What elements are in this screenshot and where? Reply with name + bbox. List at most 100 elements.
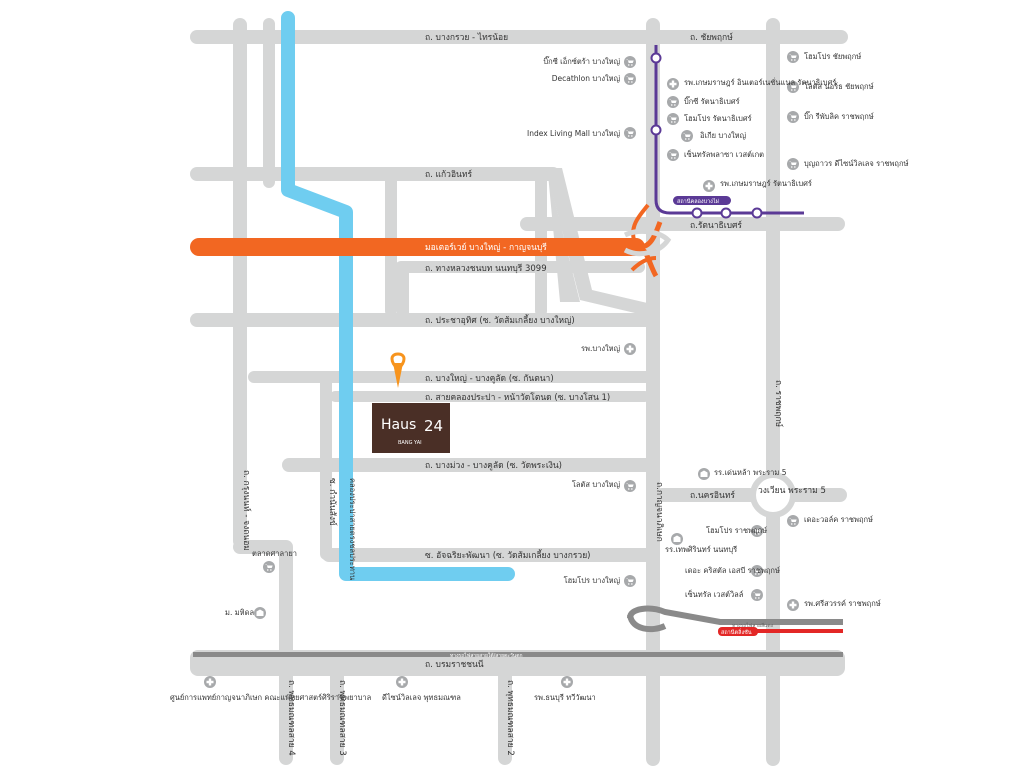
poi-label-big-rp: บิ๊ก รีพับลิค ราชพฤกษ์ — [804, 111, 874, 121]
road-label-kanchanaphisek: ถ.กาญจนาภิเษก — [654, 482, 664, 542]
poi-label-homepro-bangyai: โฮมโปร บางใหญ่ — [564, 576, 620, 585]
shopping-cart-icon — [624, 73, 636, 85]
shopping-cart-icon — [624, 575, 636, 587]
school-icon — [698, 468, 710, 480]
road-label-bangyai-bangkulat: ถ. บางใหญ่ - บางคูลัด (ซ. กันตนา) — [425, 373, 554, 384]
road-label-pracha-uthit: ถ. ประชาอุทิศ (ซ. วัดส้มเกลี้ยง บางใหญ่) — [425, 314, 575, 326]
red-line-rail — [627, 605, 843, 625]
motorway-interchange — [623, 203, 672, 278]
school-icon — [671, 533, 683, 545]
shopping-cart-icon — [787, 51, 799, 63]
project-pin[interactable] — [390, 352, 406, 388]
shopping-cart-icon — [624, 56, 636, 68]
poi-label-design-village: ดีไซน์วิลเลจ พุทธมณฑล — [382, 693, 461, 702]
road-bangmuang — [282, 458, 657, 472]
logo-number: 24 — [424, 417, 443, 435]
hospital-cross-icon — [624, 343, 636, 355]
road-label-nakhon-in: ถ.นครอินทร์ — [690, 490, 735, 501]
shopping-cart-icon — [681, 130, 693, 142]
road-upper-north — [263, 18, 275, 188]
logo-subtitle: BANG YAI — [398, 440, 422, 446]
motorway — [190, 238, 645, 256]
red-line-loop — [627, 614, 667, 633]
shopping-cart-icon — [787, 111, 799, 123]
red-station-label: สถานีตลิ่งชัน — [721, 628, 752, 636]
srt-rail-label: ทางรถไฟสายสายใต้/สายตะวันตก — [450, 652, 523, 659]
road-label-motorway: มอเตอร์เวย์ บางใหญ่ - กาญจนบุรี — [425, 242, 547, 253]
poi-label-decathlon: Decathlon บางใหญ่ — [552, 74, 620, 83]
hospital-cross-icon — [561, 676, 573, 688]
hospital-cross-icon — [787, 599, 799, 611]
road-label-bangkruai: ถ. บางกรวย - ไทรน้อย — [425, 32, 508, 43]
shopping-cart-icon — [667, 96, 679, 108]
road-achariya — [322, 548, 657, 562]
poi-label-homepro-rp: โฮมโปร ราชพฤกษ์ — [706, 526, 767, 535]
metro-station-icon — [720, 207, 732, 219]
poi-label-srisawan: รพ.ศรีสวรรค์ ราชพฤกษ์ — [804, 599, 881, 608]
shopping-cart-icon — [787, 515, 799, 527]
hospital-cross-icon — [204, 676, 216, 688]
metro-station-icon — [751, 207, 763, 219]
prapa-canal — [281, 11, 515, 581]
project-logo[interactable]: Haus 24 BANG YAI — [372, 403, 450, 453]
metro-station-icon — [691, 207, 703, 219]
poi-labels: บิ๊กซี เอ็กซ์ตร้า บางใหญ่ Decathlon บางใ… — [170, 52, 909, 702]
road-krungnon-bend — [233, 540, 291, 554]
road-label-kamnan: ซ. กำนันสังข์ — [327, 478, 338, 526]
poi-label-medical-center: ศูนย์การแพทย์กาญจนาภิเษก คณะแพทยศาสตร์ศิ… — [170, 693, 371, 702]
poi-label-ikea: อิเกีย บางใหญ่ — [700, 131, 747, 140]
purple-line — [654, 45, 804, 215]
road-north-branch-2 — [397, 262, 409, 320]
poi-label-central-westville: เซ็นทรัล เวสต์วิลล์ — [685, 589, 743, 599]
road-bangkruai-sainoi — [190, 30, 848, 44]
poi-label-homepro-rat: โฮมโปร รัตนาธิเบศร์ — [684, 114, 752, 123]
shopping-cart-icon — [751, 525, 763, 537]
road-label-bangmuang: ถ. บางม่วง - บางคูลัด (ซ. วัดพระเงิน) — [425, 461, 562, 471]
shopping-cart-icon — [751, 589, 763, 601]
road-phuttha2 — [498, 660, 512, 765]
purple-station-label: สถานีคลองบางไผ่ — [677, 198, 719, 205]
shopping-cart-icon — [667, 113, 679, 125]
poi-label-bigc-extra: บิ๊กซี เอ็กซ์ตร้า บางใหญ่ — [543, 56, 620, 66]
road-saiklong — [330, 391, 650, 402]
road-label-chaiyaphruek: ถ. ชัยพฤกษ์ — [690, 32, 733, 43]
location-pin-icon — [390, 352, 406, 371]
poi-label-lotus-north: โลตัส นอร์ธ ชัยพฤกษ์ — [804, 82, 874, 91]
location-pin-tail-icon — [393, 363, 403, 388]
poi-label-university: ม. มหิดล — [225, 608, 254, 617]
hospital-cross-icon — [396, 676, 408, 688]
poi-label-homepro-chai: โฮมโปร ชัยพฤกษ์ — [804, 52, 861, 61]
roundabout-rama5 — [750, 472, 796, 518]
poi-label-bunthavorn: บุญถาวร ดีไซน์วิลเลจ ราชพฤกษ์ — [804, 159, 909, 168]
poi-label-the-walk: เดอะวอล์ค ราชพฤกษ์ — [804, 515, 873, 524]
poi-layer — [204, 51, 799, 688]
srt-rail-line — [193, 652, 843, 657]
road-ratchaphruek — [766, 18, 780, 766]
poi-label-thonburi-hosp: รพ.ธนบุรี ทวีวัฒนา — [534, 693, 596, 702]
hospital-cross-icon — [667, 78, 679, 90]
poi-label-kasem-inter: รพ.เกษมราษฎร์ อินเตอร์เนชั่นแนล รัตนาธิเ… — [684, 77, 836, 87]
purple-stations — [650, 52, 763, 219]
road-label-prapa-canal: คลองประปาสายตรงชลประทาน — [348, 478, 357, 580]
poi-label-central-west: เซ็นทรัลพลาซา เวสต์เกต — [684, 149, 764, 159]
poi-label-hosp-bangyai: รพ.บางใหญ่ — [581, 344, 620, 353]
road-phuttha3 — [330, 660, 344, 765]
road-rattanathibet — [520, 217, 845, 231]
shopping-cart-icon — [667, 149, 679, 161]
poi-label-lotus-bangyai: โลตัส บางใหญ่ — [572, 480, 620, 489]
metro-station-icon — [650, 52, 662, 64]
school-icon — [254, 607, 266, 619]
poi-label-thepsirin: รร.เทพศิรินทร์ นนทบุรี — [665, 545, 737, 554]
hospital-cross-icon — [703, 180, 715, 192]
red-line-label: ทางรถไฟสายสีแดง — [732, 622, 774, 629]
poi-label-tawee: รร.เด่นหล้า พระราม 5 — [714, 468, 787, 477]
purple-station-badge — [673, 196, 731, 205]
poi-label-index: Index Living Mall บางใหญ่ — [527, 129, 620, 138]
road-label-saiklong: ถ. สายคลองประปา - หน้าวัดโตนด (ซ. บางโสน… — [425, 392, 610, 403]
poi-label-crystal: เดอะ คริสตัล เอสบี ราชพฤกษ์ — [685, 566, 780, 575]
shopping-cart-icon — [787, 81, 799, 93]
road-label-rural-3099: ถ. ทางหลวงชนบท นนทบุรี 3099 — [425, 263, 547, 274]
road-label-achariya: ซ. อัจฉริยะพัฒนา (ซ. วัดส้มเกลี้ยง บางกร… — [425, 549, 591, 561]
road-label-phuttha4: ถ. พุทธมณฑลสาย 4 — [286, 680, 296, 756]
road-label-ratchaphruek: ถ. ราชพฤกษ์ — [773, 380, 784, 428]
